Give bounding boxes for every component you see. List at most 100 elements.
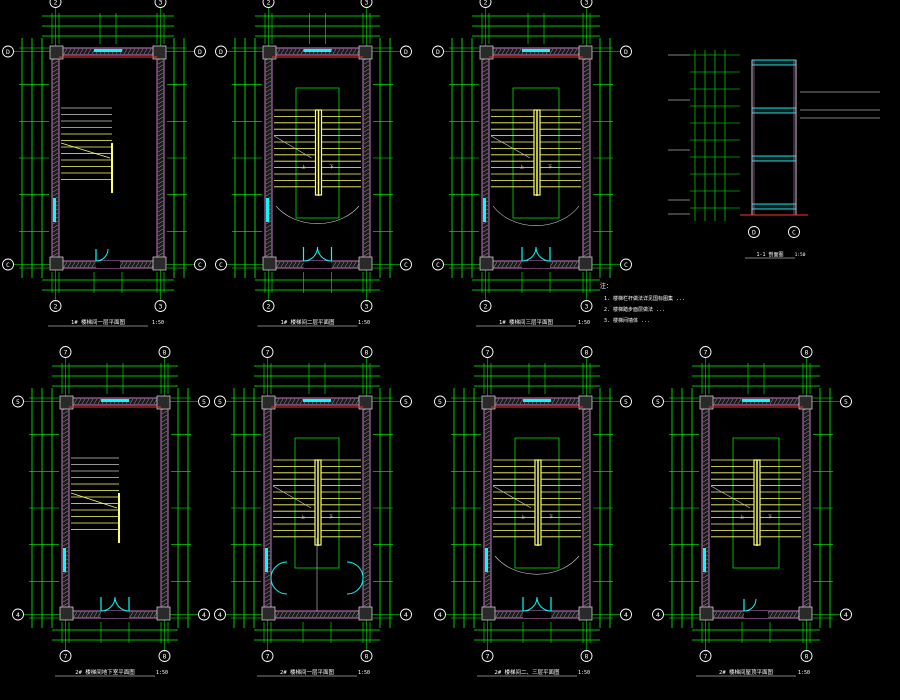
- wall-hatch: [484, 538, 491, 543]
- wall-hatch: [62, 590, 69, 595]
- wall-hatch: [583, 506, 590, 511]
- wall-hatch: [583, 458, 590, 463]
- wall-hatch: [89, 611, 94, 618]
- wall-hatch: [484, 426, 491, 431]
- grid-bubble-label: 5: [844, 398, 848, 406]
- wall-hatch: [265, 240, 272, 245]
- wall-hatch: [143, 48, 148, 55]
- wall-hatch: [331, 611, 336, 618]
- wall-hatch: [157, 196, 164, 201]
- wall-hatch: [484, 478, 491, 483]
- wall-hatch: [517, 48, 522, 55]
- wall-hatch: [551, 611, 556, 618]
- grid-bubble-label: D: [6, 48, 10, 56]
- wall-hatch: [264, 418, 271, 423]
- wall-hatch: [482, 124, 489, 129]
- wall-hatch: [497, 48, 502, 55]
- column: [262, 256, 277, 271]
- wall-hatch: [484, 438, 491, 443]
- wall-hatch: [793, 398, 798, 405]
- grid-bubble-circle: [580, 650, 593, 662]
- wall-hatch: [573, 261, 578, 268]
- wall-hatch: [265, 108, 272, 113]
- grid-bubble-circle: [434, 395, 446, 408]
- wall-hatch: [484, 490, 491, 495]
- wall-hatch: [62, 410, 69, 415]
- wall-hatch: [482, 224, 489, 229]
- column: [479, 256, 494, 271]
- wall-hatch: [583, 594, 590, 599]
- wall-hatch: [141, 611, 146, 618]
- stair-landing-outline: [732, 437, 780, 569]
- wall-hatch: [511, 398, 516, 405]
- wall-hatch: [363, 462, 370, 467]
- wall-hatch: [583, 184, 590, 189]
- wall-hatch: [363, 68, 370, 73]
- wall-hatch: [276, 48, 281, 55]
- wall-hatch: [583, 494, 590, 499]
- wall-hatch: [583, 478, 590, 483]
- wall: [59, 395, 171, 621]
- wall-hatch: [265, 152, 272, 157]
- wall-hatch: [583, 156, 590, 161]
- grid-bubble-circle: [360, 346, 373, 358]
- grid-bubble-circle: [652, 608, 664, 621]
- grid-bubble: 3: [360, 300, 373, 312]
- wall-hatch: [161, 438, 168, 443]
- door: [494, 555, 580, 618]
- wall-hatch: [264, 498, 271, 503]
- wall-hatch: [702, 454, 709, 459]
- grid-bubble: 4: [652, 608, 664, 621]
- wall-hatch: [363, 566, 370, 571]
- wall-hatch: [264, 522, 271, 527]
- wall-hatch: [583, 252, 590, 257]
- wall-hatch: [147, 261, 152, 268]
- wall-hatch: [264, 426, 271, 431]
- wall-hatch: [265, 60, 272, 65]
- wall-hatch: [62, 582, 69, 587]
- door: [100, 596, 130, 618]
- wall-hatch: [62, 442, 69, 447]
- wall-hatch: [583, 582, 590, 587]
- wall-hatch: [264, 598, 271, 603]
- wall-hatch: [157, 88, 164, 93]
- wall-hatch: [363, 442, 370, 447]
- wall-hatch: [62, 530, 69, 535]
- door-swing: [317, 246, 332, 262]
- wall-hatch: [287, 398, 292, 405]
- grid-bubble-label: 3: [365, 0, 369, 6]
- grid-bubble-label: 3: [365, 302, 369, 310]
- grid-bubble-label: 8: [163, 348, 167, 356]
- wall-hatch: [363, 454, 370, 459]
- grid-bubble-label: 8: [585, 652, 589, 660]
- wall-hatch: [143, 261, 148, 268]
- plan-title: 1# 楼梯间二层平面图: [281, 318, 335, 326]
- wall-hatch: [363, 60, 370, 65]
- landing-arc: [492, 205, 580, 226]
- wall-hatch: [484, 602, 491, 607]
- wall-hatch: [63, 261, 68, 268]
- grid-bubble-label: 8: [365, 348, 369, 356]
- wall-hatch: [482, 72, 489, 77]
- wall-hatch: [52, 172, 59, 177]
- wall-hatch: [363, 152, 370, 157]
- wall-hatch: [803, 434, 810, 439]
- wall-hatch: [363, 72, 370, 77]
- grid-bubble: C: [215, 258, 227, 271]
- wall-hatch: [803, 574, 810, 579]
- plan-scale: 1:50: [152, 320, 164, 326]
- wall-hatch: [482, 136, 489, 141]
- wall-hatch: [275, 398, 280, 405]
- wall-hatch: [265, 228, 272, 233]
- wall-hatch: [62, 462, 69, 467]
- wall-hatch: [62, 542, 69, 547]
- wall-hatch: [702, 486, 709, 491]
- wall-hatch: [785, 611, 790, 618]
- grid-bubble-circle: [400, 395, 412, 408]
- wall-hatch: [565, 261, 570, 268]
- wall-hatch: [161, 546, 168, 551]
- wall-hatch: [482, 176, 489, 181]
- wall-hatch: [157, 236, 164, 241]
- wall: [699, 395, 813, 621]
- wall-hatch: [62, 418, 69, 423]
